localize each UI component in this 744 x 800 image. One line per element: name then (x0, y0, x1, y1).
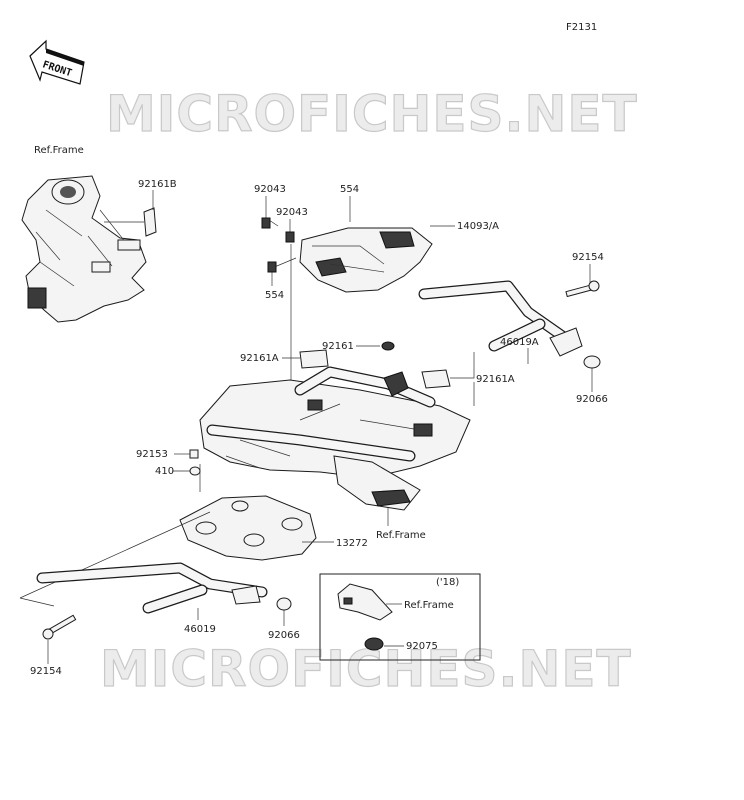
label-ref-frame-mid: Ref.Frame (376, 530, 426, 541)
damper-92075-icon (364, 637, 384, 651)
cap-92066-left-icon (276, 597, 292, 611)
figure-code: F2131 (566, 22, 597, 33)
label-554-bottom: 554 (265, 290, 284, 301)
label-92161-mid: 92161 (322, 341, 354, 352)
screw-92153-icon (189, 449, 199, 459)
label-92161B: 92161B (138, 179, 177, 190)
part-13272-drawing (179, 495, 317, 561)
label-13272: 13272 (336, 538, 368, 549)
label-92043-b: 92043 (276, 207, 308, 218)
label-46019A: 46019A (500, 337, 539, 348)
label-92161A-right: 92161A (476, 374, 515, 385)
label-14093A: 14093/A (457, 221, 499, 232)
watermark-top: MICROFICHES.NET (106, 85, 638, 143)
label-410: 410 (155, 466, 174, 477)
label-92154-top: 92154 (572, 252, 604, 263)
front-arrow-icon: FRONT (29, 39, 85, 85)
label-46019: 46019 (184, 624, 216, 635)
label-ref-frame-top: Ref.Frame (34, 145, 84, 156)
part-14093A-drawing (299, 227, 433, 293)
bolt-92154-bottom-icon (42, 614, 77, 640)
inset-box-18 (319, 573, 481, 661)
label-92066-left: 92066 (268, 630, 300, 641)
rear-frame-drawing (199, 366, 471, 511)
ref-frame-top-drawing (21, 175, 147, 323)
label-ref-frame-inset: Ref.Frame (404, 600, 454, 611)
washer-410-icon (189, 466, 201, 476)
part-46019A-drawing (418, 280, 583, 357)
label-92153: 92153 (136, 449, 168, 460)
watermark-bottom: MICROFICHES.NET (100, 640, 632, 698)
inset-year-label: ('18) (436, 577, 459, 588)
label-92075: 92075 (406, 641, 438, 652)
cap-92066-right-icon (583, 355, 601, 369)
label-92161A-left: 92161A (240, 353, 279, 364)
label-554-top: 554 (340, 184, 359, 195)
label-92066-right: 92066 (576, 394, 608, 405)
grommet-92161-icon (381, 341, 395, 351)
inset-bracket-drawing (337, 583, 393, 621)
part-46019-drawing (36, 562, 268, 614)
label-92154-bottom: 92154 (30, 666, 62, 677)
bolt-92154-top-icon (565, 280, 600, 298)
label-92043-a: 92043 (254, 184, 286, 195)
